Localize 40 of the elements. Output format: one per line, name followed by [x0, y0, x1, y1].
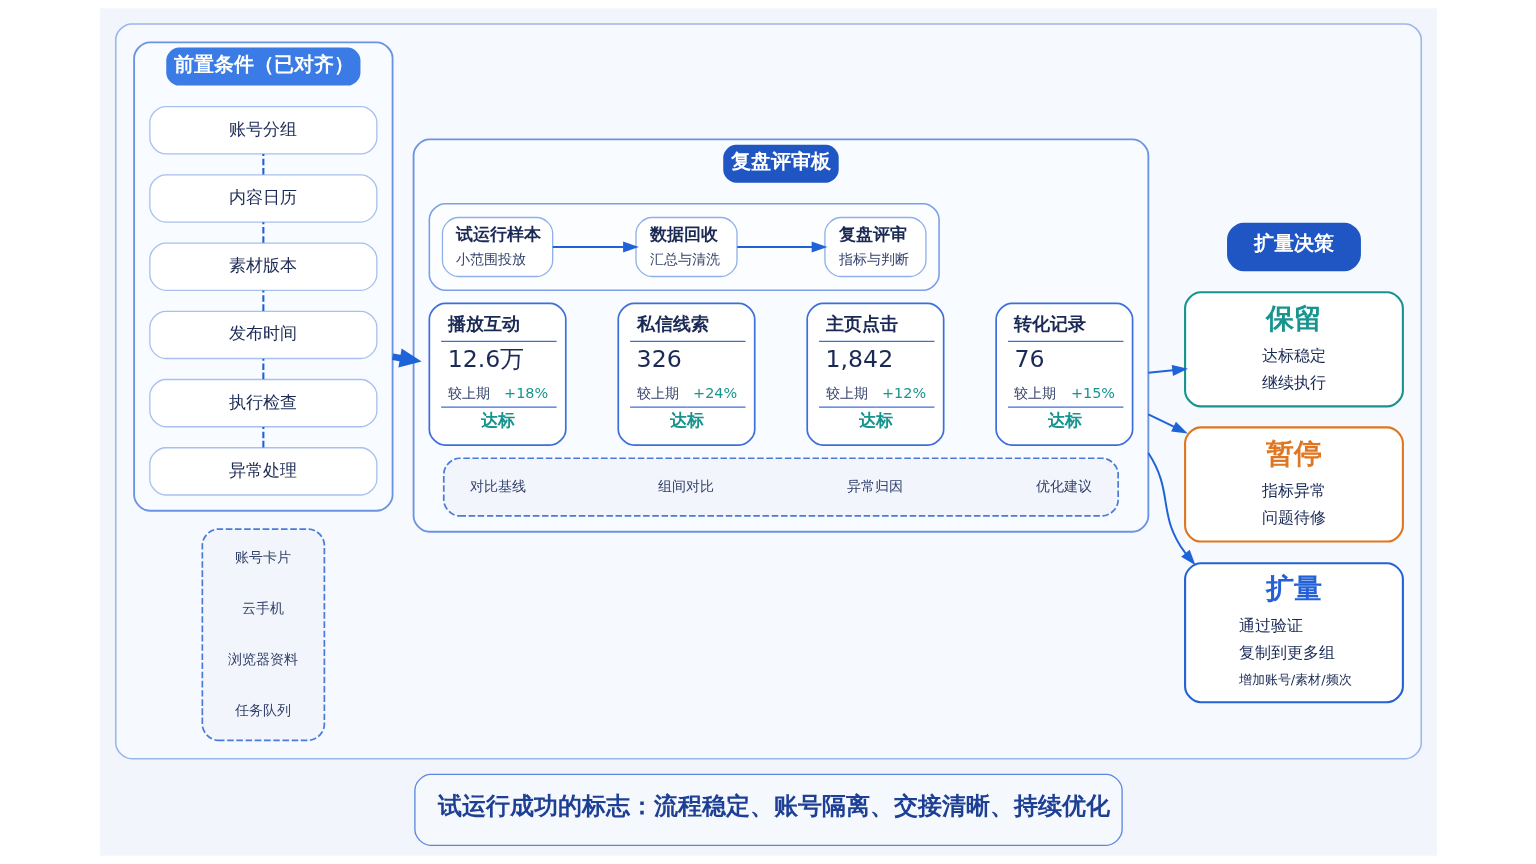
- connector: [261, 222, 264, 243]
- node-text: 对比基线: [469, 477, 526, 494]
- node-box: 账号分组: [148, 105, 377, 155]
- arrow: [1146, 413, 1188, 434]
- node-text: 组间对比: [658, 477, 714, 494]
- node-box: 复盘评审 指标与判断: [823, 216, 927, 278]
- node-box: 保留 达标稳定 继续执行: [1183, 291, 1404, 408]
- node-box: 播放互动 12.6万 较上期 +18% 达标: [427, 302, 567, 446]
- node-box: 主页点击 1,842 较上期 +12% 达标: [805, 302, 944, 446]
- node-box: 扩量 通过验证 复制到更多组 增加账号/素材/频次: [1183, 562, 1404, 704]
- arrow: [1146, 364, 1188, 376]
- connector: [261, 427, 264, 448]
- node-box: 数据回收 汇总与清洗: [634, 216, 738, 278]
- connector: [261, 154, 264, 175]
- node-text: 异常归因: [846, 477, 903, 494]
- node-text: 账号卡片: [234, 548, 291, 565]
- node-box: 试运行样本 小范围投放: [441, 216, 553, 278]
- node-text: 优化建议: [1035, 477, 1092, 494]
- node-box: 素材版本: [148, 242, 377, 291]
- node-text: 浏览器资料: [227, 650, 298, 667]
- cluster: [442, 457, 1119, 517]
- connector: [261, 290, 264, 311]
- node-box: 发布时间: [148, 310, 377, 360]
- arrow: [735, 241, 827, 253]
- arrow: [551, 241, 639, 253]
- node-box: 暂停 指标异常 问题待修: [1183, 426, 1404, 543]
- arrow: [1146, 452, 1195, 566]
- node-box: 内容日历: [148, 174, 377, 223]
- caption: 试运行成功的标志：流程稳定、账号隔离、交接清晰、持续优化: [437, 792, 1110, 821]
- node-box: 转化记录 76 较上期 +15% 达标: [994, 302, 1133, 446]
- cluster: [114, 23, 1422, 760]
- cluster: [201, 528, 325, 742]
- connector: [261, 358, 264, 380]
- node-box: 执行检查: [148, 378, 377, 428]
- node-box: 异常处理: [148, 447, 377, 496]
- node-box: 扩量决策: [1226, 222, 1361, 272]
- node-box: 私信线索 326 较上期 +24% 达标: [616, 302, 756, 446]
- node-text: 任务队列: [234, 702, 291, 719]
- cluster: [428, 202, 940, 292]
- node-text: 云手机: [241, 599, 284, 616]
